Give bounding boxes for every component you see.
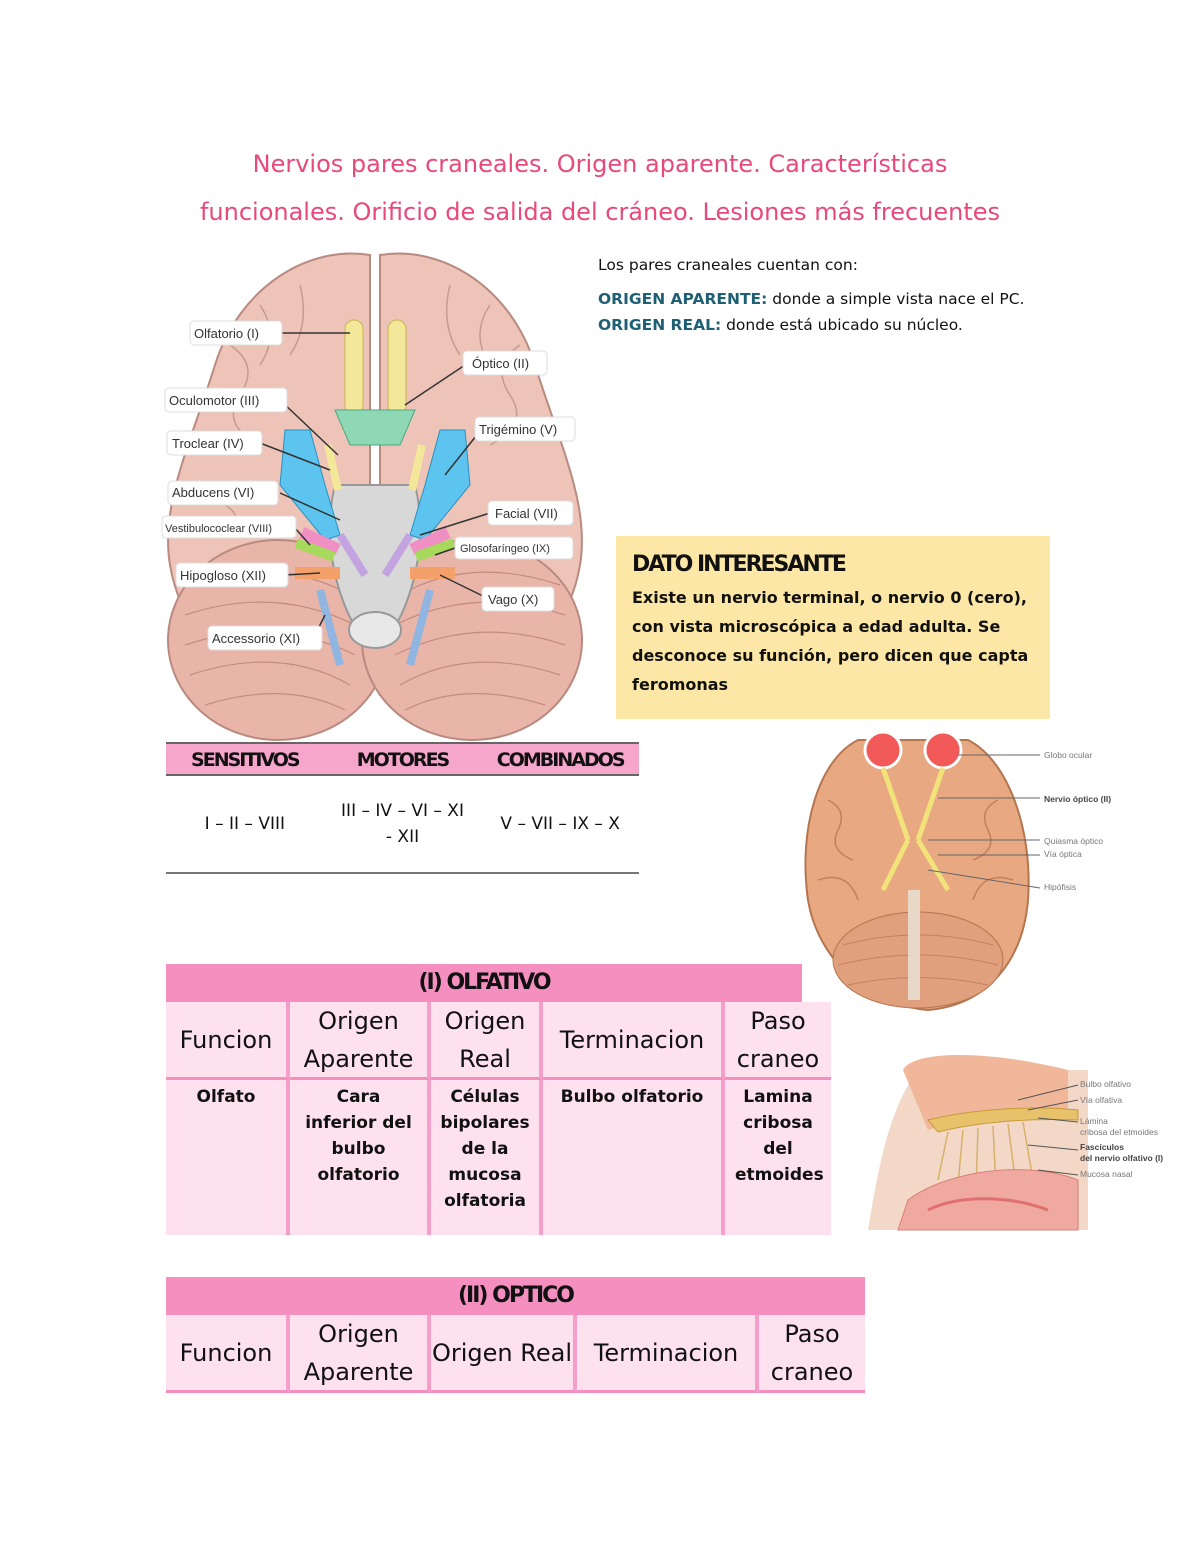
brain-base-diagram: Olfatorio (I) Óptico (II) Oculomotor (II…	[161, 252, 583, 741]
types-header-combinados: COMBINADOS	[496, 749, 626, 771]
olfactory-nerve-figure: Bulbo olfativo Vía olfativa Lámina cribo…	[868, 1055, 1163, 1231]
types-value-motores: III – IV – VI – XI - XII	[341, 801, 464, 847]
t1-value-origen-aparente: Cara inferior del bulbo olfatorio	[290, 1080, 431, 1235]
types-header-row: SENSITIVOS MOTORES COMBINADOS	[166, 742, 639, 776]
dato-body: Existe un nervio terminal, o nervio 0 (c…	[632, 588, 1029, 694]
types-value-sensitivos: I – II – VIII	[204, 814, 285, 834]
def-origen-aparente: ORIGEN APARENTE: donde a simple vista na…	[598, 286, 1038, 312]
real-text: donde está ubicado su núcleo.	[721, 316, 963, 334]
table-olfativo-title: (I) OLFATIVO	[166, 964, 802, 1002]
t2-header-terminacion: Terminacion	[577, 1315, 759, 1393]
t1-header-paso-craneo: Paso craneo	[725, 1002, 831, 1080]
types-value-combinados: V – VII – IX – X	[500, 814, 620, 834]
t2-header-paso-craneo: Paso craneo	[759, 1315, 865, 1393]
t1-value-terminacion: Bulbo olfatorio	[543, 1080, 725, 1235]
label-hipofisis: Hipófisis	[1044, 882, 1076, 892]
title-line-2: funcionales. Orificio de salida del crán…	[199, 198, 1001, 226]
dato-interesante-box: DATO INTERESANTE Existe un nervio termin…	[616, 536, 1050, 719]
dato-heading: DATO INTERESANTE	[632, 552, 847, 577]
title-line-1: Nervios pares craneales. Origen aparente…	[252, 150, 948, 178]
label-glosofaringeo: Glosofaríngeo (IX)	[460, 543, 550, 555]
label-olfatorio: Olfatorio (I)	[194, 326, 259, 341]
label-via-olfativa: Vía olfativa	[1080, 1095, 1122, 1105]
table-olfativo-header-row: Funcion Origen Aparente Origen Real Term…	[166, 1002, 831, 1080]
table-olfativo-body-row: Olfato Cara inferior del bulbo olfatorio…	[166, 1080, 831, 1235]
nerve-types-table: SENSITIVOS MOTORES COMBINADOS I – II – V…	[166, 742, 639, 874]
label-vestibulococlear: Vestibulococlear (VIII)	[165, 523, 272, 535]
label-trigemino: Trigémino (V)	[479, 422, 557, 437]
aparente-text: donde a simple vista nace el PC.	[767, 290, 1025, 308]
label-vago: Vago (X)	[488, 592, 538, 607]
label-globo-ocular: Globo ocular	[1044, 750, 1092, 760]
table-olfativo: (I) OLFATIVO Funcion Origen Aparente Ori…	[166, 964, 831, 1235]
def-origen-real: ORIGEN REAL: donde está ubicado su núcle…	[598, 312, 1038, 338]
label-optico: Óptico (II)	[472, 356, 529, 371]
types-header-motores: MOTORES	[356, 749, 450, 771]
t1-header-origen-aparente: Origen Aparente	[290, 1002, 431, 1080]
label-mucosa-nasal: Mucosa nasal	[1080, 1169, 1133, 1179]
t1-value-paso-craneo: Lamina cribosa del etmoides	[725, 1080, 831, 1235]
label-nervio-optico: Nervio óptico (II)	[1044, 794, 1111, 804]
label-lamina-2: cribosa del etmoides	[1080, 1127, 1158, 1137]
page-title: Nervios pares craneales. Origen aparente…	[150, 140, 1050, 236]
optic-nerve-figure: Globo ocular Nervio óptico (II) Quiasma …	[804, 730, 1111, 1012]
label-abducens: Abducens (VI)	[172, 485, 254, 500]
label-fasciculos-1: Fascículos	[1080, 1142, 1124, 1152]
aparente-label: ORIGEN APARENTE:	[598, 290, 768, 308]
real-label: ORIGEN REAL:	[598, 316, 722, 334]
t1-header-funcion: Funcion	[166, 1002, 290, 1080]
label-oculomotor: Oculomotor (III)	[169, 393, 259, 408]
t1-header-terminacion: Terminacion	[543, 1002, 725, 1080]
t1-header-origen-real: Origen Real	[431, 1002, 543, 1080]
types-header-sensitivos: SENSITIVOS	[191, 749, 301, 771]
label-bulbo-olfativo: Bulbo olfativo	[1080, 1079, 1131, 1089]
label-hipogloso: Hipogloso (XII)	[180, 568, 266, 583]
t2-header-origen-aparente: Origen Aparente	[290, 1315, 431, 1393]
table-optico-title: (II) OPTICO	[166, 1277, 865, 1315]
intro-lead: Los pares craneales cuentan con:	[598, 256, 858, 274]
t2-header-funcion: Funcion	[166, 1315, 290, 1393]
label-via-optica: Vía óptica	[1044, 849, 1082, 859]
label-facial: Facial (VII)	[495, 506, 558, 521]
intro-block: Los pares craneales cuentan con: ORIGEN …	[598, 252, 1038, 338]
types-values-row: I – II – VIII III – IV – VI – XI - XII V…	[166, 776, 639, 874]
table-optico-header-row: Funcion Origen Aparente Origen Real Term…	[166, 1315, 865, 1393]
table-optico: (II) OPTICO Funcion Origen Aparente Orig…	[166, 1277, 865, 1393]
t1-value-origen-real: Células bipolares de la mucosa olfatoria	[431, 1080, 543, 1235]
label-accesorio: Accessorio (XI)	[212, 631, 300, 646]
t2-header-origen-real: Origen Real	[431, 1315, 577, 1393]
label-fasciculos-2: del nervio olfativo (I)	[1080, 1153, 1163, 1163]
t1-value-funcion: Olfato	[166, 1080, 290, 1235]
label-quiasma: Quiasma óptico	[1044, 836, 1103, 846]
label-troclear: Troclear (IV)	[172, 436, 244, 451]
label-lamina-1: Lámina	[1080, 1116, 1108, 1126]
